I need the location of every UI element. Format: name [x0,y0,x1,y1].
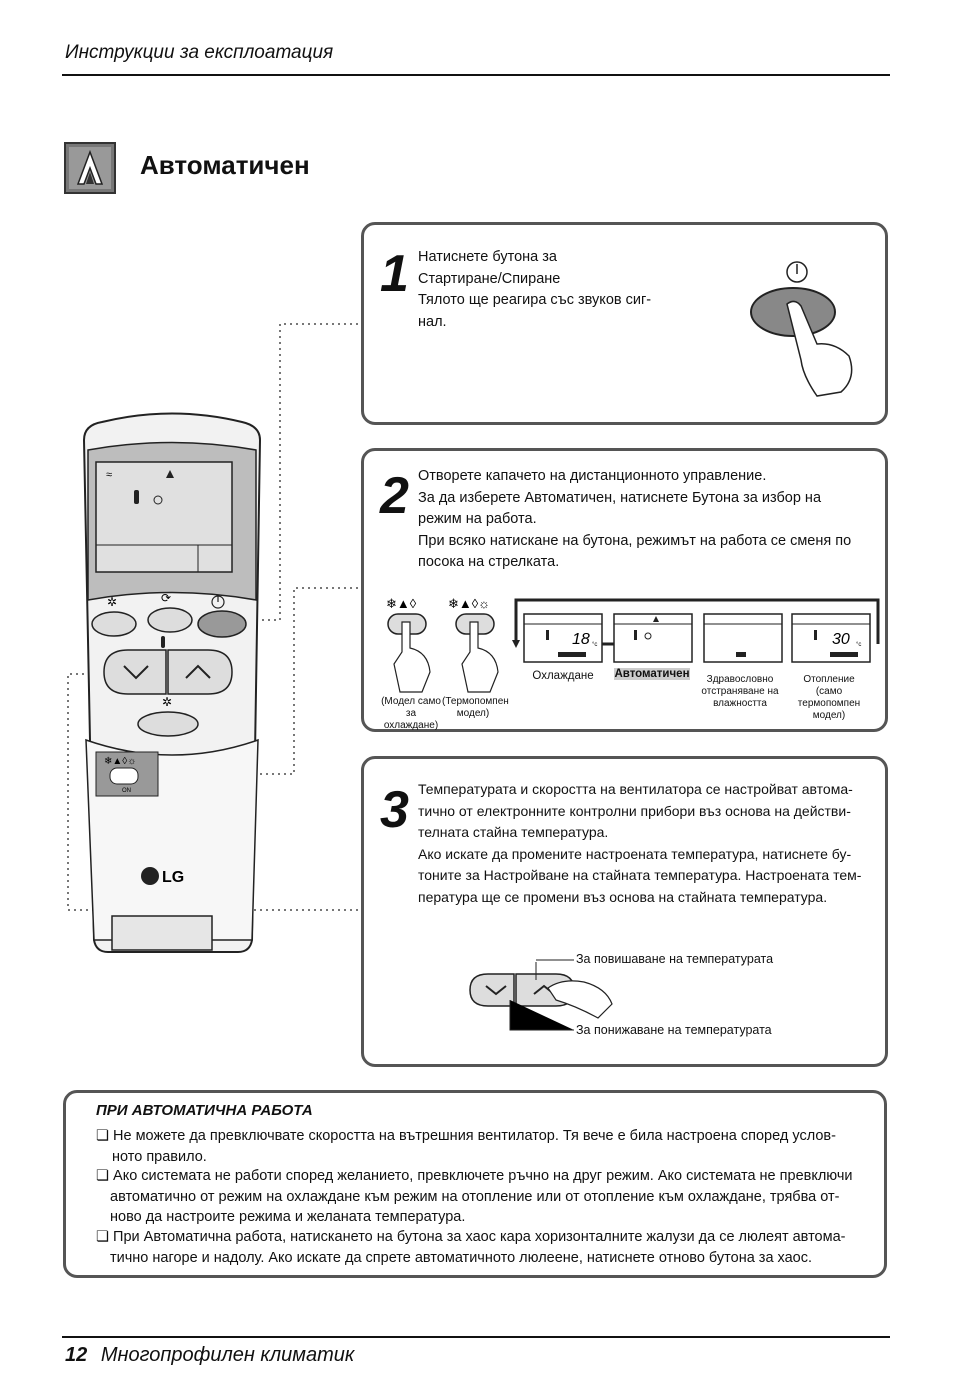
step-2-panel [361,448,888,732]
mode-cycle-diagram: 18 °c 30 °c [510,596,882,676]
step-2-number: 2 [380,467,409,525]
svg-text:ON: ON [122,788,131,794]
temperature-buttons-illustration [466,948,626,1040]
svg-text:°c: °c [856,642,861,648]
remote-control: ≈ ✲ ⟳ ✲ ❄▲◊☼ ON LG [62,300,362,960]
mode-label-cool: Охлаждане [532,670,594,682]
step-2-text: Отворете капачето на дистанционното упра… [418,468,852,570]
svg-text:⟳: ⟳ [161,591,171,605]
svg-text:❄▲◊: ❄▲◊ [386,596,417,611]
svg-text:✲: ✲ [162,695,172,709]
mode-label-auto: Автоматичен [614,668,690,680]
temp-down-label: За понижаване на температурата [576,1023,772,1037]
svg-text:❄▲◊☼: ❄▲◊☼ [448,596,490,611]
footer-text: Многопрофилен климатик [100,1344,355,1366]
svg-text:30: 30 [832,631,850,648]
page-header: Инструкции за експлоатация [65,42,334,63]
lcd-auto [613,613,693,663]
step-3-text: Температурата и скоростта на вентилатора… [418,781,862,905]
step-3-number: 3 [380,781,409,839]
note-item: ❏ Ако системата не работи според желание… [96,1168,853,1225]
auto-mode-icon [64,142,116,194]
section-title: Автоматичен [140,150,310,180]
note-box [63,1090,887,1278]
temp-up-label: За повишаване на температурата [576,952,774,966]
note-title: ПРИ АВТОМАТИЧНА РАБОТА [96,1102,313,1119]
footer-rule [62,1336,890,1338]
svg-text:°c: °c [592,642,597,648]
step-3-panel [361,756,888,1067]
svg-text:✲: ✲ [107,595,117,609]
step-1-number: 1 [380,245,409,303]
lcd-heat: 30 °c [791,613,871,663]
header-rule [62,74,890,76]
svg-text:≈: ≈ [106,469,112,481]
lcd-dry [703,613,783,663]
page-number: 12 [65,1344,88,1366]
svg-text:❄▲◊☼: ❄▲◊☼ [104,756,136,767]
note-item: ❏ Не можете да превключвате скоростта на… [96,1128,836,1165]
lcd-cool: 18 °c [523,613,603,663]
note-item: ❏ При Автоматична работа, натискането на… [96,1229,846,1266]
svg-text:18: 18 [572,631,590,648]
mode-button-illustrations: ❄▲◊ ❄▲◊☼ [380,592,520,704]
svg-text:LG: LG [162,869,184,886]
page-footer: 12 Многопрофилен климатик [65,1344,354,1367]
start-stop-button-illustration [745,258,865,398]
